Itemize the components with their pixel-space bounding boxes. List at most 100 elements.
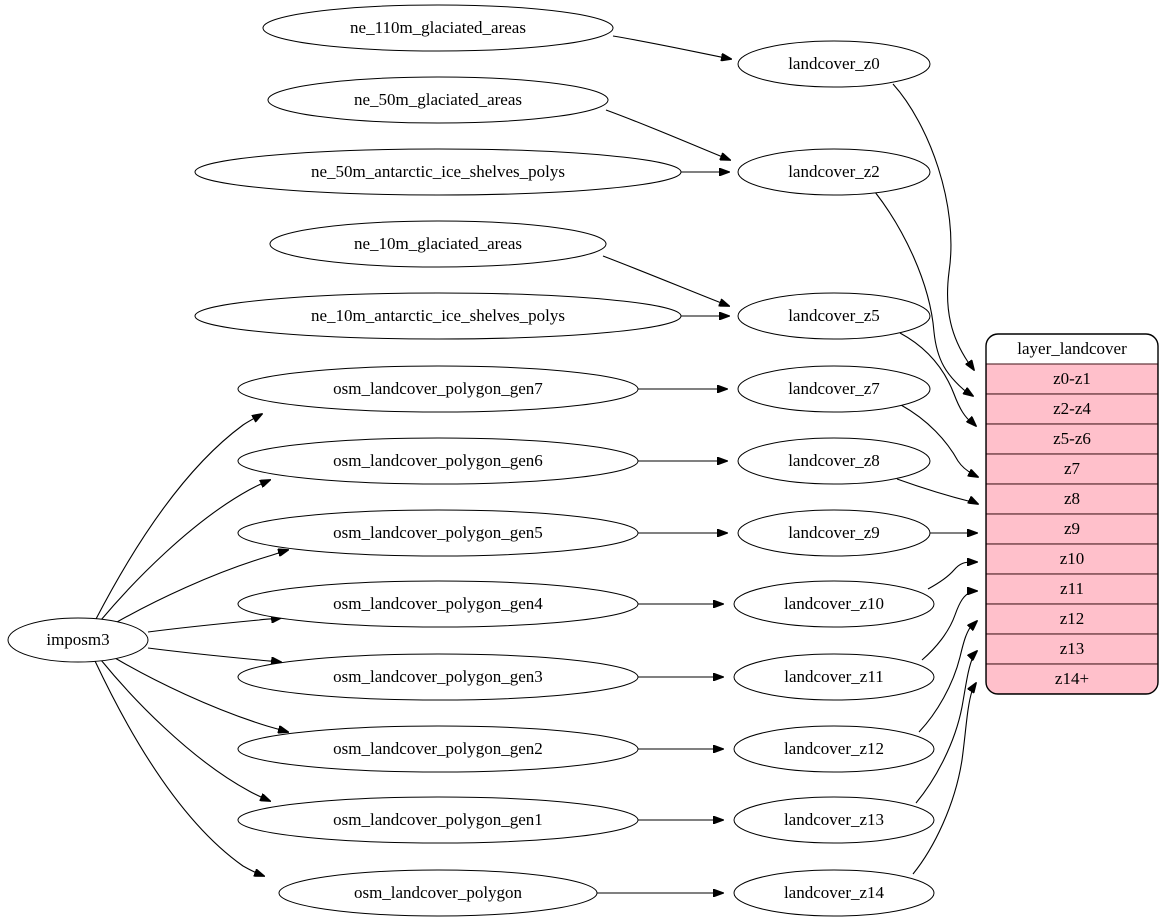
node-label: osm_landcover_polygon_gen2	[333, 739, 543, 758]
source-node-ellipse	[267, 76, 609, 124]
node-lc_z12[interactable]: landcover_z12	[733, 725, 935, 773]
edge-lc_z10-to-row_z10	[927, 562, 977, 590]
node-label: landcover_z12	[784, 739, 884, 758]
node-label: landcover_z8	[788, 451, 880, 470]
node-ne10_ice[interactable]: ne_10m_antarctic_ice_shelves_polys	[194, 292, 682, 340]
node-osm_gen1[interactable]: osm_landcover_polygon_gen1	[237, 796, 639, 844]
table-row-label-z13: z13	[1060, 639, 1085, 658]
node-label: osm_landcover_polygon_gen1	[333, 810, 543, 829]
source-node-ellipse	[237, 580, 639, 628]
node-osm_gen3[interactable]: osm_landcover_polygon_gen3	[237, 653, 639, 701]
node-lc_z9[interactable]: landcover_z9	[737, 509, 931, 557]
node-label: osm_landcover_polygon_gen6	[333, 451, 543, 470]
node-lc_z0[interactable]: landcover_z0	[737, 40, 931, 88]
zoom-node-ellipse	[737, 40, 931, 88]
node-label: landcover_z13	[784, 810, 884, 829]
node-osm_gen2[interactable]: osm_landcover_polygon_gen2	[237, 725, 639, 773]
node-lc_z2[interactable]: landcover_z2	[737, 148, 931, 196]
node-label: landcover_z0	[788, 54, 880, 73]
source-node-ellipse	[237, 509, 639, 557]
node-ne10_glac[interactable]: ne_10m_glaciated_areas	[269, 220, 607, 268]
zoom-node-ellipse	[733, 580, 935, 628]
node-osm_gen6[interactable]: osm_landcover_polygon_gen6	[237, 437, 639, 485]
node-label: osm_landcover_polygon	[354, 883, 523, 902]
table-row-cell-z7[interactable]	[986, 453, 1158, 485]
edge-ne110_glac-to-lc_z0	[612, 35, 731, 59]
zoom-node-ellipse	[737, 437, 931, 485]
edge-imposm3-to-osm_gen1	[100, 659, 270, 801]
node-label: landcover_z14	[784, 883, 885, 902]
node-label: landcover_z5	[788, 306, 880, 325]
table-row-label-z7: z7	[1064, 459, 1081, 478]
zoom-node-ellipse	[737, 365, 931, 413]
edge-lc_z7-to-row_z7	[900, 404, 978, 477]
edge-imposm3-to-osm_gen5	[116, 550, 288, 623]
zoom-node-ellipse	[733, 869, 935, 917]
edge-ne50_glac-to-lc_z2	[605, 109, 730, 160]
zoom-node-ellipse	[733, 725, 935, 773]
node-osm_poly[interactable]: osm_landcover_polygon	[278, 869, 598, 917]
node-ne50_glac[interactable]: ne_50m_glaciated_areas	[267, 76, 609, 124]
node-ne50_ice[interactable]: ne_50m_antarctic_ice_shelves_polys	[194, 148, 682, 196]
node-label: ne_10m_antarctic_ice_shelves_polys	[311, 306, 565, 325]
node-label: osm_landcover_polygon_gen3	[333, 667, 543, 686]
node-label: osm_landcover_polygon_gen7	[333, 379, 543, 398]
source-node-ellipse	[262, 4, 614, 52]
source-node-ellipse	[278, 869, 598, 917]
table-row-cell-z14+[interactable]	[986, 663, 1158, 694]
table-row-label-z9: z9	[1064, 519, 1080, 538]
edge-lc_z5-to-row_z5z6	[899, 332, 976, 426]
node-label: ne_10m_glaciated_areas	[354, 234, 522, 253]
table-row-cell-z13[interactable]	[986, 633, 1158, 665]
node-ne110_glac[interactable]: ne_110m_glaciated_areas	[262, 4, 614, 52]
table-row-label-z2-z4: z2-z4	[1053, 399, 1091, 418]
node-label: landcover_z9	[788, 523, 880, 542]
node-lc_z7[interactable]: landcover_z7	[737, 365, 931, 413]
table-row-cell-z9[interactable]	[986, 513, 1158, 545]
table-row-cell-z12[interactable]	[986, 603, 1158, 635]
table-header-bg	[986, 334, 1158, 364]
table-row-cell-z10[interactable]	[986, 543, 1158, 575]
zoom-node-ellipse	[733, 796, 935, 844]
node-lc_z13[interactable]: landcover_z13	[733, 796, 935, 844]
edges-layer	[94, 35, 978, 893]
source-node-ellipse	[237, 796, 639, 844]
node-osm_gen7[interactable]: osm_landcover_polygon_gen7	[237, 365, 639, 413]
edge-lc_z14-to-row_z14	[912, 683, 976, 875]
source-node-ellipse	[194, 148, 682, 196]
edge-ne10_glac-to-lc_z5	[602, 255, 729, 306]
node-lc_z10[interactable]: landcover_z10	[733, 580, 935, 628]
node-osm_gen4[interactable]: osm_landcover_polygon_gen4	[237, 580, 639, 628]
table-header-label: layer_landcover	[1017, 339, 1127, 358]
node-label: ne_50m_antarctic_ice_shelves_polys	[311, 162, 565, 181]
edge-imposm3-to-osm_gen3	[147, 647, 281, 662]
node-imposm3[interactable]: imposm3	[7, 617, 149, 663]
source-node-ellipse	[7, 617, 149, 663]
node-lc_z11[interactable]: landcover_z11	[733, 653, 935, 701]
node-lc_z8[interactable]: landcover_z8	[737, 437, 931, 485]
edge-lc_z8-to-row_z8	[896, 478, 978, 504]
edge-lc_z2-to-row_z2z4	[874, 191, 973, 396]
node-lc_z5[interactable]: landcover_z5	[737, 292, 931, 340]
zoom-node-ellipse	[733, 653, 935, 701]
table-row-label-z10: z10	[1060, 549, 1085, 568]
node-osm_gen5[interactable]: osm_landcover_polygon_gen5	[237, 509, 639, 557]
node-label: imposm3	[46, 630, 109, 649]
node-label: osm_landcover_polygon_gen4	[333, 594, 543, 613]
node-label: ne_50m_glaciated_areas	[354, 90, 522, 109]
source-node-ellipse	[269, 220, 607, 268]
node-label: landcover_z10	[784, 594, 884, 613]
table-row-label-z8: z8	[1064, 489, 1080, 508]
table-row-label-z5-z6: z5-z6	[1053, 429, 1091, 448]
edge-lc_z13-to-row_z13	[915, 651, 977, 804]
table-row-label-z11: z11	[1060, 579, 1084, 598]
table-row-cell-z5-z6[interactable]	[986, 423, 1158, 455]
edge-lc_z12-to-row_z12	[918, 621, 977, 733]
node-label: ne_110m_glaciated_areas	[350, 18, 526, 37]
edge-lc_z11-to-row_z11	[921, 591, 977, 661]
node-lc_z14[interactable]: landcover_z14	[733, 869, 935, 917]
edge-imposm3-to-osm_gen6	[100, 480, 270, 621]
table-outline	[985, 333, 1159, 695]
